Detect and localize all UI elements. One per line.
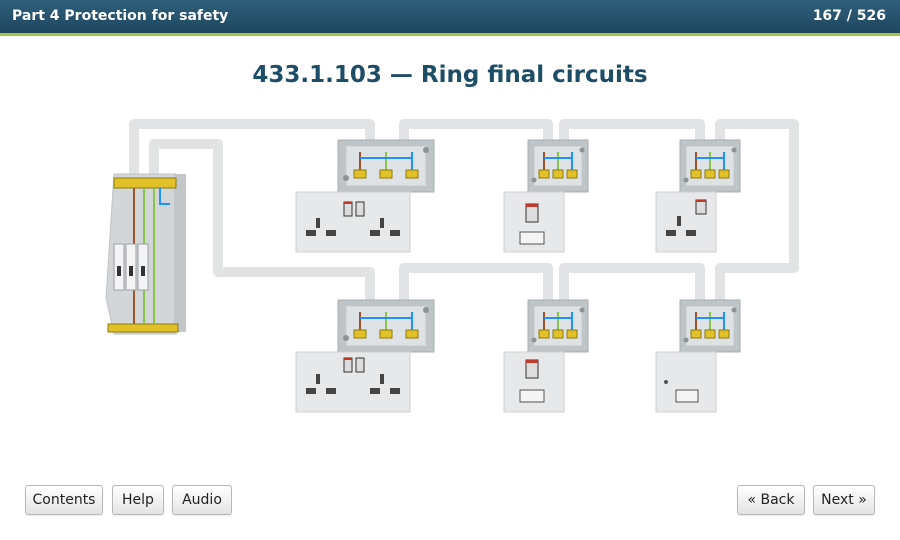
fused-connection-unit-top <box>503 191 565 253</box>
connection-unit-bottom <box>655 351 717 413</box>
ring-circuit-diagram <box>105 119 799 413</box>
section-title: Part 4 Protection for safety <box>12 8 229 24</box>
next-button[interactable]: Next » <box>813 485 875 515</box>
single-socket-top <box>655 191 717 253</box>
page-counter: 167 / 526 <box>812 8 886 24</box>
help-button[interactable]: Help <box>112 485 164 515</box>
page-title: 433.1.103 — Ring final circuits <box>252 62 648 88</box>
audio-button[interactable]: Audio <box>172 485 232 515</box>
ring-cable <box>129 119 799 305</box>
back-button[interactable]: « Back <box>737 485 805 515</box>
double-socket-top <box>295 191 411 253</box>
contents-button[interactable]: Contents <box>25 485 103 515</box>
double-socket-bottom <box>295 351 411 413</box>
header-bar: Part 4 Protection for safety 167 / 526 <box>0 0 900 36</box>
consumer-unit <box>105 173 186 335</box>
fused-connection-unit-bottom <box>503 351 565 413</box>
